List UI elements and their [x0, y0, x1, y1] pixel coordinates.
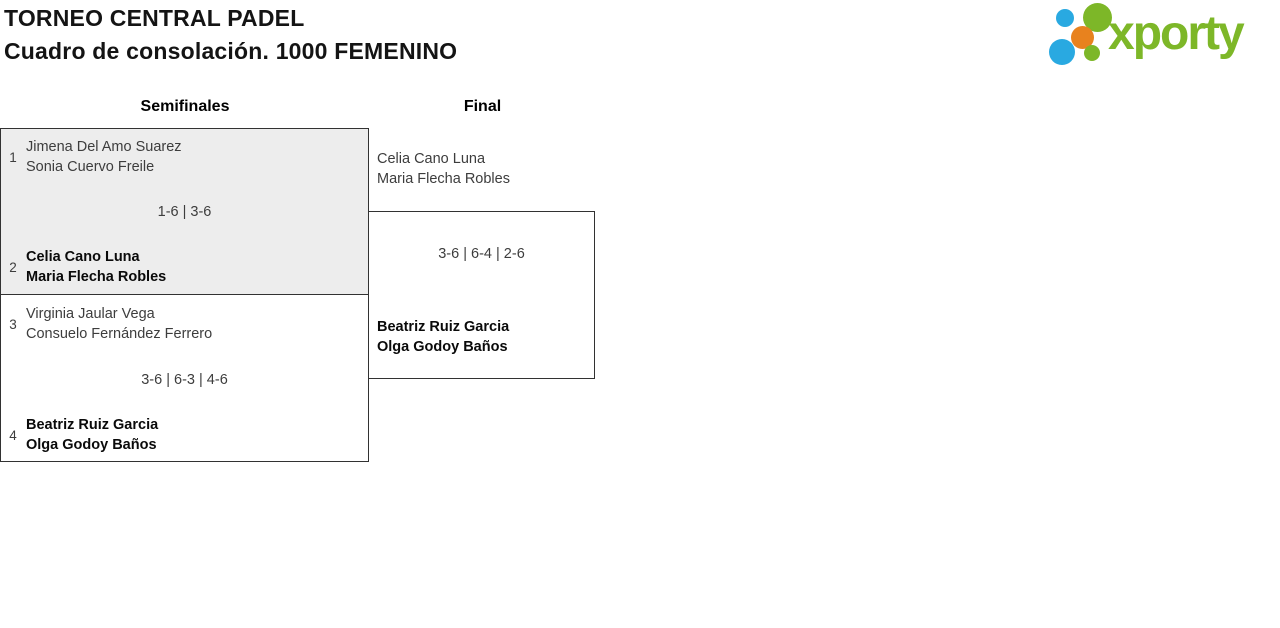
- xporty-wordmark: xporty: [1108, 7, 1245, 60]
- player-name: Maria Flecha Robles: [377, 170, 510, 187]
- team-semifinal1-top: Jimena Del Amo Suarez Sonia Cuervo Freil…: [26, 138, 182, 177]
- player-name: Beatriz Ruiz Garcia: [26, 417, 159, 433]
- player-name: Maria Flecha Robles: [26, 268, 167, 285]
- player-name: Consuelo Fernández Ferrero: [26, 325, 213, 342]
- round-header-final: Final: [463, 98, 502, 115]
- seed-number: 2: [9, 260, 17, 275]
- team-semifinal2-bottom-winner: Beatriz Ruiz Garcia Olga Godoy Baños: [26, 416, 158, 455]
- player-name: Sonia Cuervo Freile: [26, 158, 155, 175]
- team-semifinal1-bottom-winner: Celia Cano Luna Maria Flecha Robles: [26, 248, 166, 287]
- player-name: Olga Godoy Baños: [377, 338, 508, 355]
- player-name: Celia Cano Luna: [377, 151, 486, 167]
- player-name: Olga Godoy Baños: [26, 436, 157, 453]
- match-box-final[interactable]: [368, 211, 595, 379]
- match-score-semifinal-2: 3-6 | 6-3 | 4-6: [141, 372, 228, 388]
- seed-number: 1: [9, 150, 17, 165]
- match-score-final: 3-6 | 6-4 | 2-6: [438, 246, 525, 262]
- seed-number: 3: [9, 317, 17, 332]
- logo-dot-blue-large-icon: [1049, 39, 1075, 65]
- bracket-subtitle: Cuadro de consolación. 1000 FEMENINO: [4, 38, 458, 64]
- match-box-semifinal-1[interactable]: [0, 128, 369, 295]
- logo-dot-green-small-icon: [1084, 45, 1100, 61]
- round-header-semifinals: Semifinales: [140, 98, 230, 115]
- tournament-title: TORNEO CENTRAL PADEL: [4, 5, 305, 31]
- xporty-logo[interactable]: xporty: [1045, 0, 1280, 72]
- match-score-semifinal-1: 1-6 | 3-6: [157, 204, 212, 220]
- team-semifinal2-top: Virginia Jaular Vega Consuelo Fernández …: [26, 305, 212, 344]
- player-name: Celia Cano Luna: [26, 249, 140, 265]
- team-final-bottom-winner: Beatriz Ruiz Garcia Olga Godoy Baños: [377, 318, 509, 357]
- seed-number: 4: [9, 428, 17, 443]
- team-final-top: Celia Cano Luna Maria Flecha Robles: [377, 150, 510, 189]
- player-name: Virginia Jaular Vega: [26, 306, 155, 322]
- logo-dot-orange-icon: [1071, 26, 1094, 49]
- player-name: Beatriz Ruiz Garcia: [377, 319, 510, 335]
- player-name: Jimena Del Amo Suarez: [26, 139, 182, 155]
- logo-dot-blue-small-icon: [1056, 9, 1074, 27]
